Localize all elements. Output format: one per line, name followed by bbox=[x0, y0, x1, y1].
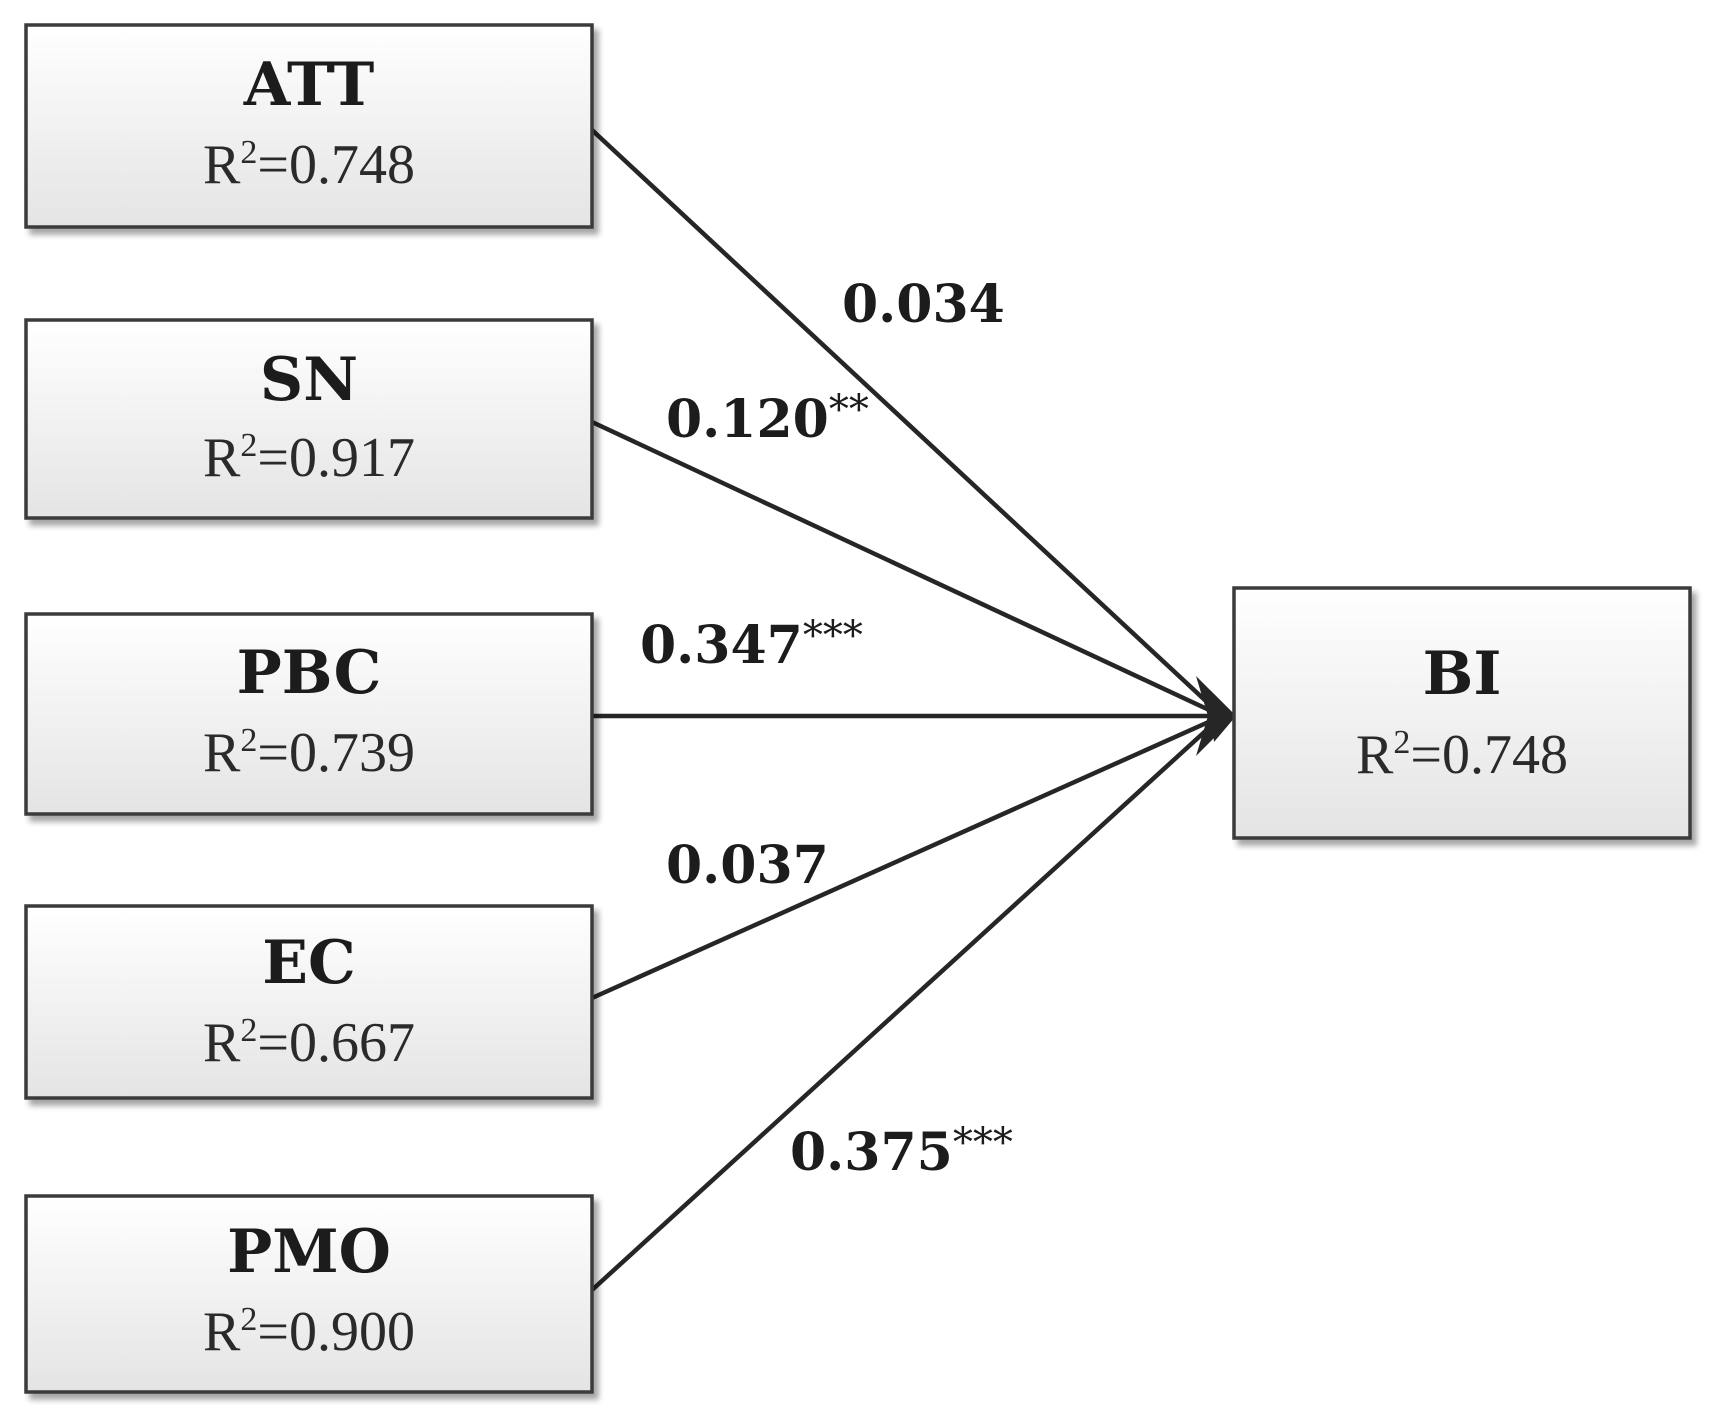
coefficient: 0.375 bbox=[790, 1122, 953, 1183]
node-r2: R2=0.748 bbox=[1356, 724, 1568, 786]
node-pbc: PBC R2=0.739 bbox=[24, 612, 594, 816]
node-r2: R2=0.748 bbox=[203, 134, 415, 196]
significance-stars: *** bbox=[953, 1120, 1013, 1166]
edge-pmo-bi bbox=[590, 714, 1224, 1292]
node-name: PMO bbox=[227, 1217, 391, 1287]
node-name: PBC bbox=[237, 638, 382, 708]
node-name: SN bbox=[260, 345, 358, 415]
significance-stars: *** bbox=[803, 613, 863, 659]
coefficient: 0.037 bbox=[666, 835, 829, 896]
coefficient: 0.347 bbox=[640, 615, 803, 676]
coefficient: 0.034 bbox=[842, 274, 1005, 335]
node-ec: EC R2=0.667 bbox=[24, 904, 594, 1100]
arrowhead-icon bbox=[1210, 690, 1236, 742]
coefficient: 0.120 bbox=[666, 389, 829, 450]
node-name: ATT bbox=[243, 50, 375, 120]
node-r2: R2=0.667 bbox=[203, 1012, 415, 1074]
edge-ec-bi bbox=[591, 713, 1223, 1001]
node-sn: SN R2=0.917 bbox=[24, 318, 594, 520]
node-r2: R2=0.917 bbox=[203, 427, 415, 489]
node-pmo: PMO R2=0.900 bbox=[24, 1194, 594, 1394]
edge-label-att-bi: 0.034 bbox=[842, 274, 1005, 335]
edge-sn-bi bbox=[591, 419, 1223, 719]
significance-stars: ** bbox=[829, 387, 869, 433]
node-bi: BI R2=0.748 bbox=[1232, 586, 1692, 840]
edge-att-bi bbox=[590, 128, 1224, 718]
node-att: ATT R2=0.748 bbox=[24, 23, 594, 229]
node-name: BI bbox=[1423, 639, 1502, 709]
node-name: EC bbox=[262, 928, 356, 998]
edge-label-sn-bi: 0.120** bbox=[666, 387, 869, 450]
edge-label-ec-bi: 0.037 bbox=[666, 835, 829, 896]
edges bbox=[590, 128, 1236, 1292]
node-r2: R2=0.900 bbox=[203, 1301, 415, 1363]
edge-label-pbc-bi: 0.347*** bbox=[640, 613, 863, 676]
node-r2: R2=0.739 bbox=[203, 722, 415, 784]
edge-label-pmo-bi: 0.375*** bbox=[790, 1120, 1013, 1183]
